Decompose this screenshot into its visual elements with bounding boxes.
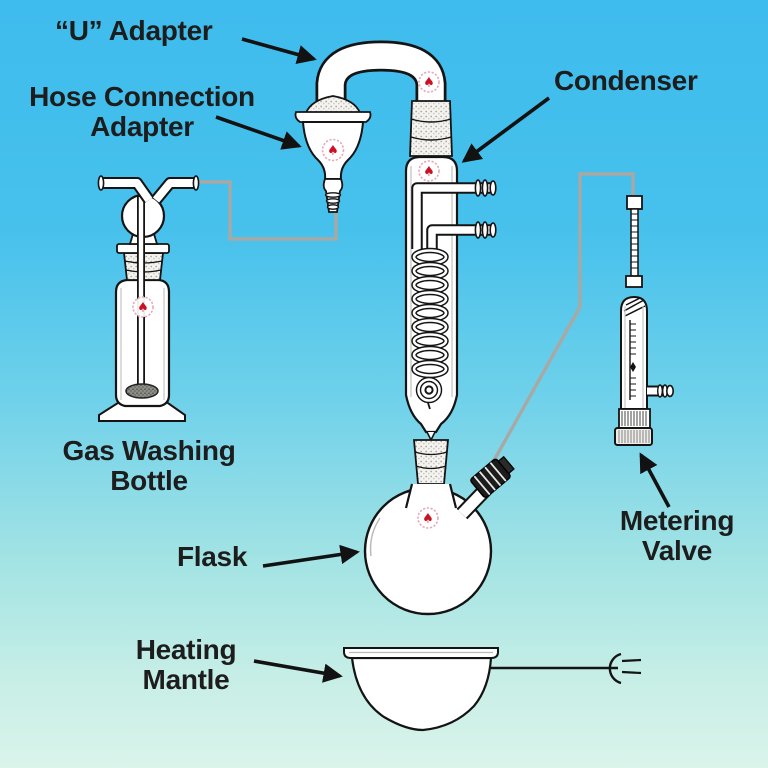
label-condenser: Condenser <box>554 65 698 96</box>
ace-spade-logo: ♠ <box>417 507 439 529</box>
valve-stem-bottom-cap <box>625 275 643 288</box>
label-flask: Flask <box>177 541 248 572</box>
label-hose-connection-adapter: Hose Connection Adapter <box>29 81 255 142</box>
u-adapter-drawing: ♠ <box>315 40 447 110</box>
mantle-bowl <box>350 656 493 732</box>
condenser-drip-tip <box>426 431 436 441</box>
svg-text:♠: ♠ <box>422 512 434 527</box>
bottle-frit <box>125 383 159 399</box>
power-plug-icon <box>608 652 642 685</box>
ace-spade-logo: ♠ <box>418 71 440 93</box>
condenser-drawing: ♠ <box>404 100 497 485</box>
arrow-condenser <box>461 96 551 163</box>
svg-text:♠: ♠ <box>423 76 435 91</box>
tube-metering-valve-to-flask <box>490 172 635 465</box>
adapter-flange <box>294 111 372 123</box>
flask-drawing: ♠ <box>363 455 515 616</box>
tubing <box>199 172 635 465</box>
tube-bottle-to-hose-adapter <box>199 180 338 241</box>
bottle-hose-arms <box>97 175 200 204</box>
ace-spade-logo: ♠ <box>418 160 440 182</box>
arrow-flask <box>262 544 360 568</box>
metering-valve-drawing <box>614 195 674 446</box>
svg-text:♠: ♠ <box>327 144 339 159</box>
arrow-heating-mantle <box>253 659 343 683</box>
condenser-bottom-joint <box>413 439 449 485</box>
svg-text:♠: ♠ <box>137 301 149 316</box>
valve-body <box>620 295 648 410</box>
valve-hose-barb <box>647 384 674 398</box>
label-heating-mantle: Heating Mantle <box>135 634 237 695</box>
arrow-metering-valve <box>639 452 671 508</box>
valve-float <box>630 362 636 372</box>
condenser-top-joint <box>409 100 453 157</box>
valve-stem <box>630 208 639 278</box>
label-u-adapter: “U” Adapter <box>55 15 213 46</box>
gas-washing-bottle-drawing: ♠ <box>97 175 200 422</box>
adapter-dome <box>304 95 362 114</box>
label-arrows <box>215 37 671 683</box>
heating-mantle-drawing <box>343 647 642 732</box>
hose-connection-adapter-drawing: ♠ <box>294 95 372 213</box>
label-gas-washing-bottle: Gas Washing Bottle <box>62 435 236 496</box>
arrow-u-adapter <box>241 37 317 64</box>
valve-stem-top-cap <box>626 195 643 210</box>
flask-neck <box>404 483 458 509</box>
ace-spade-logo: ♠ <box>321 138 345 162</box>
label-metering-valve: Metering Valve <box>619 505 735 566</box>
arrow-hose-connection-adapter <box>215 115 302 150</box>
svg-text:♠: ♠ <box>423 165 435 180</box>
ace-spade-logo: ♠ <box>132 296 154 318</box>
condenser-coil <box>411 247 449 410</box>
flask-valve-cap <box>470 455 515 498</box>
condenser-hose-barbs <box>411 179 497 250</box>
